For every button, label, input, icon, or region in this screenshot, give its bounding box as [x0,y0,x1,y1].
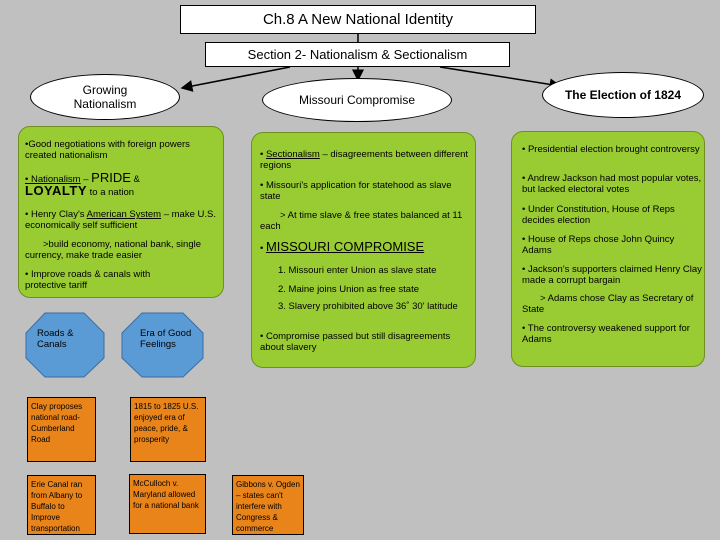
missouri-bullet-3: > At time slave & free states balanced a… [260,210,463,232]
growing-bullet-1: •Good negotiations with foreign powers c… [25,139,190,161]
election-bullet-5: • Jackson's supporters claimed Henry Cla… [522,264,702,286]
growing-amp: & [130,174,140,185]
octagon-roads-label: Roads & Canals [37,328,74,350]
growing-panel: •Good negotiations with foreign powers c… [18,126,224,298]
missouri-b1-prefix: • [260,149,266,160]
missouri-heading: Missouri Compromise [262,78,452,122]
election-panel: • Presidential election brought controve… [511,131,705,367]
box-good-feelings-years: 1815 to 1825 U.S. enjoyed era of peace, … [130,397,206,462]
missouri-numbered-2: 2. Maine joins Union as free state [278,284,419,295]
growing-heading-text: Growing Nationalism [73,83,137,111]
missouri-bullet-1: • Sectionalism – disagreements between d… [260,149,470,171]
missouri-heading-text: Missouri Compromise [298,93,416,107]
growing-bullet-2: • Nationalism – PRIDE & LOYALTY to a nat… [25,170,220,198]
nationalism-link: • Nationalism [25,174,81,185]
growing-bullet-4: >build economy, national bank, single cu… [25,239,201,261]
box-clay-road: Clay proposes national road-Cumberland R… [27,397,96,462]
growing-b3-prefix: • Henry Clay's [25,209,87,220]
missouri-bullet-5: • Compromise passed but still disagreeme… [260,331,451,353]
sectionalism-link: Sectionalism [265,149,320,160]
octagon-roads [25,312,105,378]
election-heading: The Election of 1824 [542,72,704,118]
missouri-compromise-link: MISSOURI COMPROMISE [265,239,425,254]
american-system-link: American System [86,209,162,220]
election-heading-text: The Election of 1824 [564,88,682,102]
section-title: Section 2- Nationalism & Sectionalism [205,42,510,67]
missouri-b4-bullet: • [260,243,266,254]
page-title: Ch.8 A New National Identity [180,5,536,34]
election-bullet-2: • Andrew Jackson had most popular votes,… [522,173,702,195]
arrow-to-growing [180,66,291,92]
box-gibbons: Gibbons v. Ogden – states can't interfer… [232,475,304,535]
loyalty-text: LOYALTY [25,183,88,198]
missouri-numbered-1: 1. Missouri enter Union as slave state [278,265,437,276]
pride-text: PRIDE [91,170,131,185]
octagon-feelings-label: Era of Good Feelings [140,328,192,350]
missouri-bullet-4: • MISSOURI COMPROMISE [260,239,470,254]
growing-bullet-3: • Henry Clay's American System – make U.… [25,209,220,231]
election-bullet-3: • Under Constitution, House of Reps deci… [522,204,675,226]
election-bullet-1: • Presidential election brought controve… [522,144,700,155]
missouri-numbered-3: 3. Slavery prohibited above 36˚ 30' lati… [278,301,458,312]
missouri-panel: • Sectionalism – disagreements between d… [251,132,476,368]
growing-heading: Growing Nationalism [30,74,180,120]
election-bullet-4: • House of Reps chose John Quincy Adams [522,234,675,256]
octagon-feelings [121,312,204,378]
box-erie-canal: Erie Canal ran from Albany to Buffalo to… [27,475,96,535]
growing-b3-suffix: – make U.S. economically self sufficient [25,209,216,231]
growing-b2-suffix: to a nation [87,187,135,198]
growing-dash: – [80,174,92,185]
growing-bullet-5: • Improve roads & canals with protective… [25,269,151,291]
missouri-bullet-2: • Missouri's application for statehood a… [260,180,452,202]
election-bullet-6: > Adams chose Clay as Secretary of State [522,293,694,315]
missouri-b1-suffix: – disagreements between different region… [260,149,469,171]
election-bullet-7: • The controversy weakened support for A… [522,323,690,345]
box-mcculloch: McCulloch v. Maryland allowed for a nati… [129,474,206,534]
arrow-to-election [439,66,562,91]
